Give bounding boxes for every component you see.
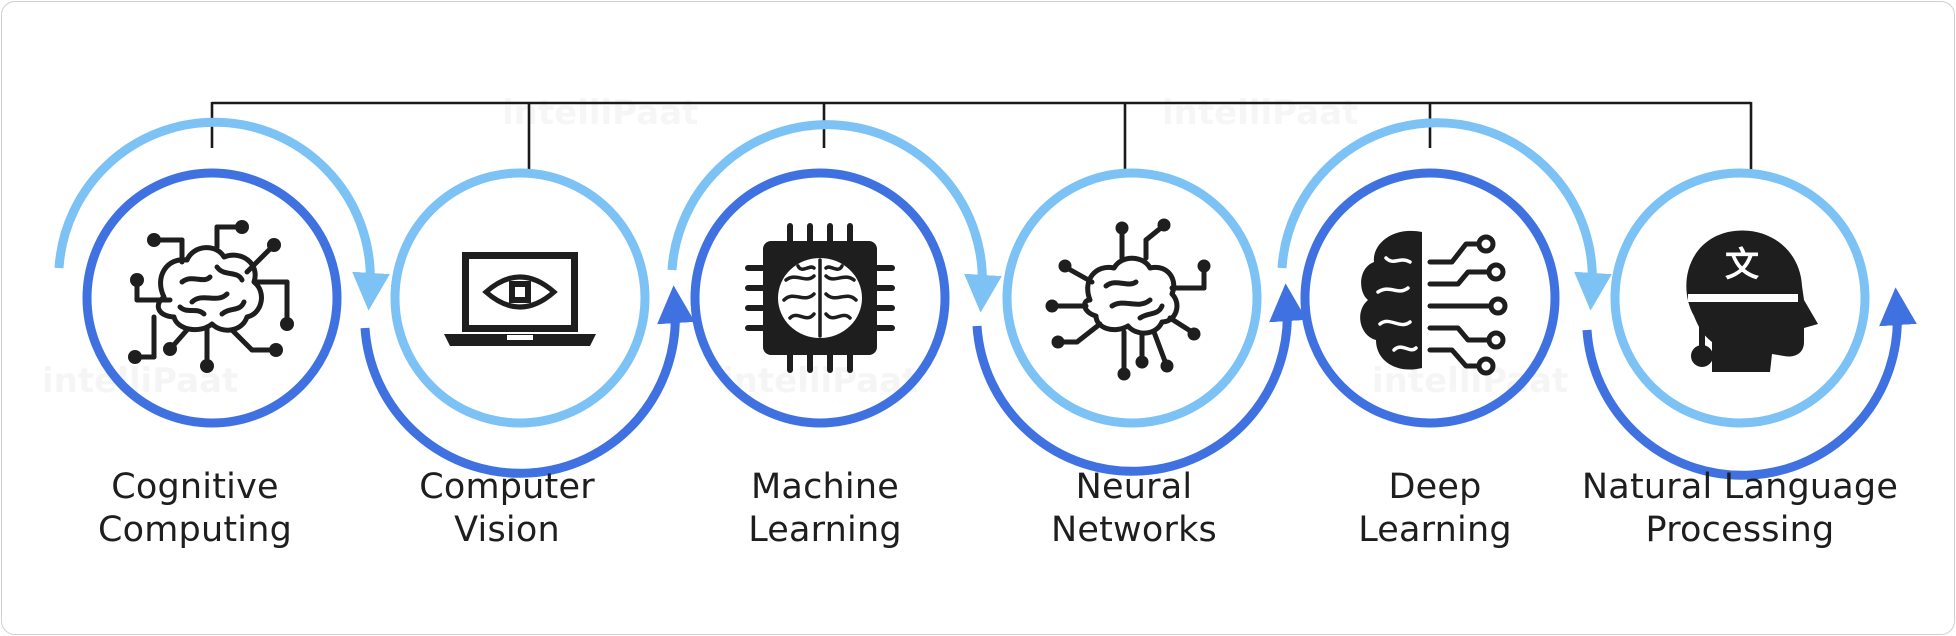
- label-line-1: Neural: [1075, 467, 1193, 507]
- arc-top-2: [667, 120, 1002, 313]
- label-machine-learning: Machine Learning: [660, 466, 990, 552]
- label-line-1: Computer: [419, 467, 595, 507]
- translate-glyph: 文: [1725, 245, 1759, 285]
- label-line-2: Computing: [98, 510, 292, 550]
- circle-computer-vision: [390, 168, 650, 428]
- label-line-2: Processing: [1645, 510, 1835, 550]
- circle-machine-learning: [690, 168, 950, 428]
- label-line-1: Natural Language: [1581, 467, 1899, 507]
- node-circles: [82, 168, 1870, 428]
- brain-network-icon: [1045, 218, 1211, 381]
- label-line-2: Learning: [748, 510, 902, 550]
- label-cognitive-computing: Cognitive Computing: [30, 466, 360, 552]
- connector-bracket: [210, 101, 1753, 170]
- brain-circuit-icon: [128, 220, 294, 373]
- circle-cognitive-computing: [82, 168, 342, 428]
- head-translate-icon: 文: [1686, 230, 1818, 372]
- arc-top-1: [54, 117, 390, 311]
- arc-top-3: [1277, 118, 1612, 311]
- arc-bottom-3: [1582, 287, 1917, 480]
- arc-bottom-1: [360, 285, 695, 478]
- flow-arcs: [54, 117, 1917, 480]
- label-natural-language-processing: Natural Language Processing: [1575, 466, 1905, 552]
- circle-neural-networks: [1002, 168, 1262, 428]
- label-line-1: Machine: [751, 467, 899, 507]
- arc-bottom-2: [972, 283, 1307, 476]
- label-neural-networks: Neural Networks: [969, 466, 1299, 552]
- label-line-2: Vision: [454, 510, 560, 550]
- half-brain-circuit-icon: [1360, 230, 1508, 376]
- laptop-eye-icon: [444, 252, 596, 346]
- label-line-1: Deep: [1388, 467, 1482, 507]
- label-line-1: Cognitive: [111, 467, 279, 507]
- circle-natural-language-processing: [1610, 168, 1870, 428]
- label-line-2: Learning: [1358, 510, 1512, 550]
- label-line-2: Networks: [1051, 510, 1217, 550]
- watermark-1: intelliPaat: [502, 93, 698, 133]
- watermarks: intelliPaat intelliPaat intelliPaat inte…: [42, 93, 1568, 401]
- watermark-4: intelliPaat: [722, 361, 918, 401]
- label-deep-learning: Deep Learning: [1270, 466, 1600, 552]
- watermark-2: intelliPaat: [1162, 93, 1358, 133]
- brain-chip-icon: [745, 223, 895, 373]
- label-computer-vision: Computer Vision: [342, 466, 672, 552]
